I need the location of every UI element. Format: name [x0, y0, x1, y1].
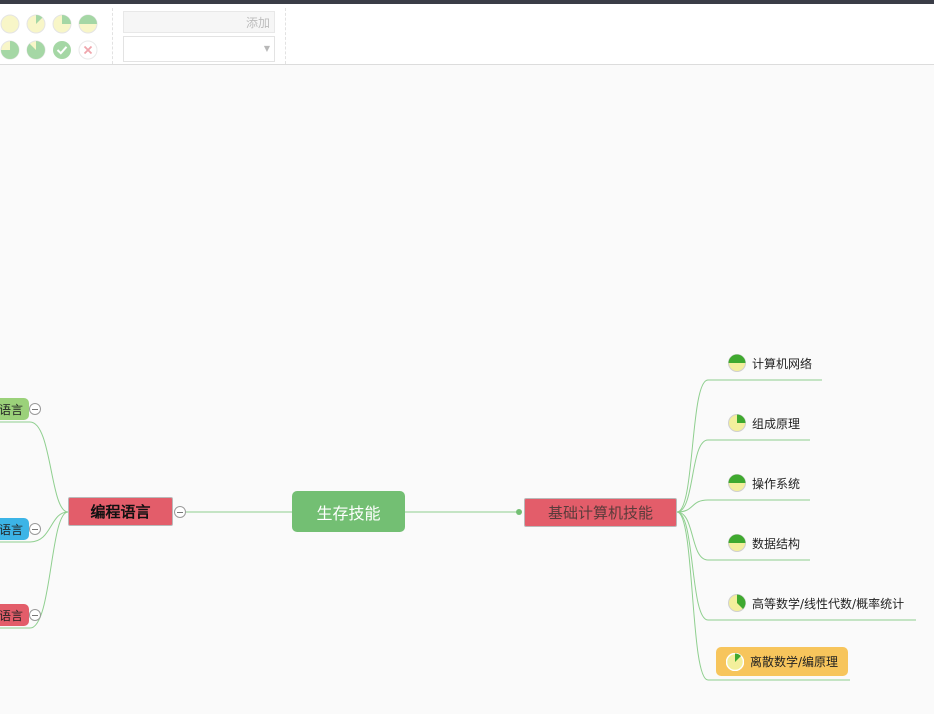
- progress-three-eighths-icon: [728, 594, 746, 612]
- window-top-bar: [0, 0, 934, 4]
- subtopic-label: 语言: [0, 608, 23, 623]
- leaf-label: 高等数学/线性代数/概率统计: [752, 596, 905, 611]
- subtopic-label: 语言: [0, 522, 23, 537]
- collapse-toggle-icon[interactable]: [174, 506, 186, 518]
- main-topic-label: 编程语言: [90, 503, 151, 521]
- leaf-label: 数据结构: [752, 536, 801, 551]
- progress-0-icon[interactable]: [0, 14, 20, 34]
- progress-5-icon[interactable]: [26, 40, 46, 60]
- progress-remove-icon[interactable]: [78, 40, 98, 60]
- progress-half-icon: [728, 474, 746, 492]
- progress-done-icon[interactable]: [52, 40, 72, 60]
- leaf-label: 操作系统: [752, 476, 801, 491]
- toolbar: 添加 ▼: [0, 4, 934, 65]
- subtopic-language-2[interactable]: 语言: [0, 518, 29, 540]
- leaf-label: 组成原理: [752, 416, 801, 431]
- leaf-operating-systems[interactable]: 操作系统: [728, 474, 800, 492]
- collapse-toggle-icon[interactable]: [29, 609, 41, 621]
- mindmap-canvas[interactable]: 生存技能 编程语言 基础计算机技能 语言 语言 语言 计算机网络 组成原理 操作…: [0, 65, 934, 714]
- leaf-label: 离散数学/编原理: [750, 655, 839, 669]
- progress-toolbar-group: [0, 8, 113, 64]
- progress-half-icon: [728, 534, 746, 552]
- progress-half-icon: [728, 354, 746, 372]
- mindmap-root-node[interactable]: 生存技能: [292, 491, 405, 532]
- collapse-toggle-icon[interactable]: [29, 403, 41, 415]
- resource-toolbar-group: 添加 ▼: [113, 8, 286, 64]
- leaf-discrete-math-selected[interactable]: 离散数学/编原理: [716, 647, 849, 676]
- leaf-computer-organization[interactable]: 组成原理: [728, 414, 800, 432]
- leaf-math[interactable]: 高等数学/线性代数/概率统计: [728, 594, 904, 612]
- progress-eighth-icon: [726, 652, 744, 671]
- collapse-toggle-icon[interactable]: [29, 523, 41, 535]
- main-topic-basic-cs-skills[interactable]: 基础计算机技能: [524, 498, 677, 527]
- chevron-down-icon: ▼: [263, 44, 270, 53]
- progress-4-icon[interactable]: [0, 40, 20, 60]
- resource-add-button[interactable]: 添加: [245, 16, 270, 30]
- progress-quarter-icon: [728, 414, 746, 432]
- subtopic-language-3[interactable]: 语言: [0, 604, 29, 626]
- subtopic-language-1[interactable]: 语言: [0, 398, 29, 420]
- progress-1-icon[interactable]: [26, 14, 46, 34]
- resource-select[interactable]: ▼: [123, 36, 275, 62]
- progress-3-icon[interactable]: [78, 14, 98, 34]
- leaf-computer-networks[interactable]: 计算机网络: [728, 354, 812, 372]
- branch-connector-dot: [516, 509, 522, 515]
- leaf-label: 计算机网络: [752, 356, 813, 371]
- main-topic-programming-languages[interactable]: 编程语言: [68, 497, 173, 526]
- resource-input[interactable]: 添加: [123, 11, 275, 33]
- main-topic-label: 基础计算机技能: [547, 504, 653, 522]
- root-node-label: 生存技能: [316, 503, 381, 523]
- leaf-data-structures[interactable]: 数据结构: [728, 534, 800, 552]
- mindmap-connectors: [0, 379, 916, 681]
- progress-2-icon[interactable]: [52, 14, 72, 34]
- subtopic-label: 语言: [0, 402, 23, 417]
